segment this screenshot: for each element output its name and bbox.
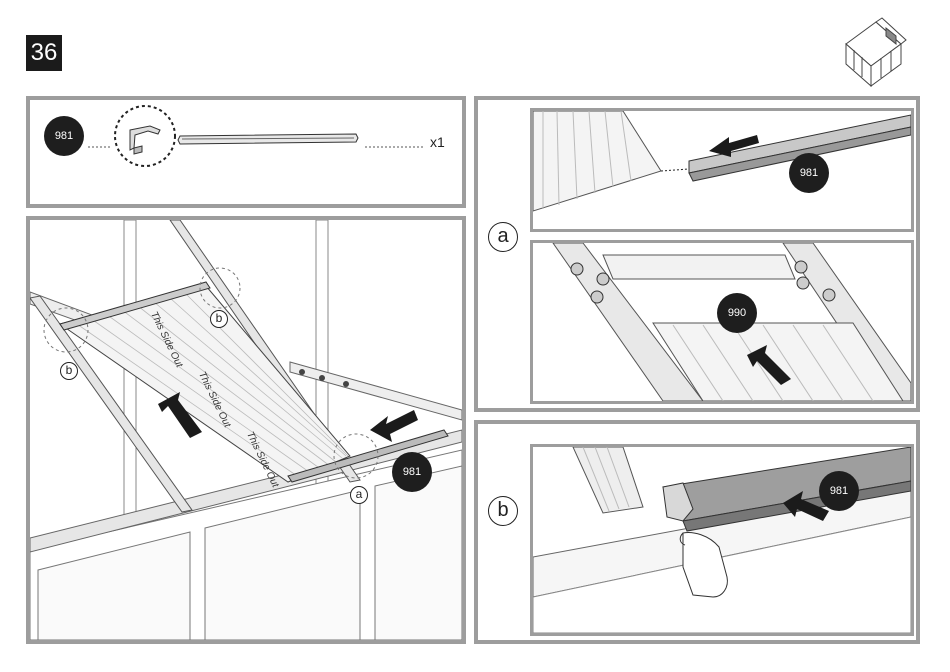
detail-b-view: 981	[530, 444, 914, 636]
detail-b-illustration	[533, 447, 911, 633]
callout-a: a	[350, 486, 368, 504]
part-badge-990: 990	[717, 293, 757, 333]
detail-a-bottom-view: 990	[530, 240, 914, 404]
step-number: 36	[26, 35, 62, 71]
part-badge-981: 981	[392, 452, 432, 492]
parts-panel: 981 x1	[26, 96, 466, 208]
detail-a-label: a	[488, 222, 518, 252]
detail-a-panel: a 981	[474, 96, 920, 412]
assembly-illustration	[30, 220, 462, 640]
detail-a-top-view: 981	[530, 108, 914, 232]
quantity-label: x1	[430, 134, 445, 150]
callout-b-top: b	[210, 310, 228, 328]
detail-b-panel: b 981	[474, 420, 920, 644]
callout-b-left: b	[60, 362, 78, 380]
detail-a-top-illustration	[533, 111, 911, 229]
part-badge-981: 981	[44, 116, 84, 156]
part-badge-981-a: 981	[789, 153, 829, 193]
detail-b-label: b	[488, 496, 518, 526]
parts-illustration	[30, 100, 462, 204]
main-assembly-panel: This Side Out This Side Out This Side Ou…	[26, 216, 466, 644]
part-badge-981-b: 981	[819, 471, 859, 511]
